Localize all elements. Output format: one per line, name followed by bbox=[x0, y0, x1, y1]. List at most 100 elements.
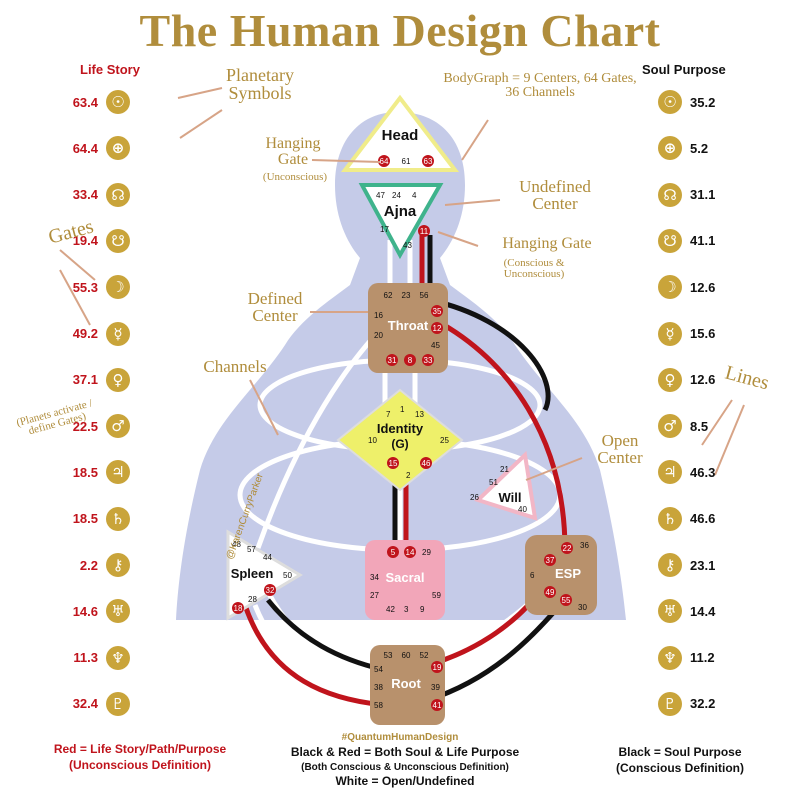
defined-center-annotation: Defined Center bbox=[247, 289, 303, 325]
gate-59: 59 bbox=[432, 591, 441, 600]
hanging-gate-annotation: Hanging Gate bbox=[265, 135, 321, 168]
soul-purpose-row: ♇32.2 bbox=[650, 691, 715, 716]
south-node-icon: ☋ bbox=[658, 228, 682, 253]
life-story-value: 2.2 bbox=[79, 557, 98, 573]
life-story-value: 37.1 bbox=[72, 372, 98, 388]
gate-51: 51 bbox=[489, 478, 498, 487]
soul-purpose-row: ♂8.5 bbox=[650, 414, 708, 439]
gate-48: 48 bbox=[232, 540, 241, 549]
gate-25: 25 bbox=[440, 436, 449, 445]
gate-43: 43 bbox=[403, 241, 412, 250]
life-story-value: 33.4 bbox=[72, 187, 98, 203]
gate-47: 47 bbox=[376, 191, 385, 200]
legend-black: Black = Soul Purpose (Conscious Definiti… bbox=[590, 745, 770, 776]
gate-22: 22 bbox=[563, 544, 572, 553]
soul-purpose-row: ♆11.2 bbox=[650, 645, 715, 670]
soul-purpose-value: 12.6 bbox=[690, 372, 716, 388]
soul-purpose-value: 35.2 bbox=[690, 94, 716, 110]
gate-40: 40 bbox=[518, 505, 527, 514]
saturn-icon: ♄ bbox=[106, 506, 130, 531]
undefined-center-annotation: Undefined Center bbox=[519, 177, 591, 213]
gate-29: 29 bbox=[422, 548, 431, 557]
gate-24: 24 bbox=[392, 191, 401, 200]
chiron-icon: ⚷ bbox=[106, 553, 130, 577]
soul-purpose-value: 41.1 bbox=[690, 233, 716, 249]
gate-63: 63 bbox=[424, 157, 433, 166]
mercury-icon: ☿ bbox=[106, 321, 130, 346]
earth-icon: ⊕ bbox=[658, 136, 682, 161]
life-story-row: 19.4 ☋ bbox=[60, 228, 138, 253]
head-label: Head bbox=[382, 127, 419, 144]
life-story-row: 2.2 ⚷ bbox=[60, 553, 138, 577]
channels-annotation: Channels bbox=[203, 357, 267, 376]
root-center bbox=[370, 645, 445, 725]
legend-red-label: Red = Life Story/Path/Purpose bbox=[53, 742, 227, 756]
gate-26: 26 bbox=[470, 493, 479, 502]
gate-17: 17 bbox=[380, 225, 389, 234]
gate-28: 28 bbox=[248, 595, 257, 604]
soul-purpose-row: ♃46.3 bbox=[650, 460, 716, 485]
soul-purpose-value: 31.1 bbox=[690, 187, 716, 203]
conscious-unconscious-annotation: (Conscious & Unconscious) bbox=[503, 257, 565, 280]
life-story-header: Life Story bbox=[80, 62, 140, 77]
gate-61: 61 bbox=[402, 157, 411, 166]
life-story-row: 55.3☽ bbox=[60, 275, 138, 300]
gate-12: 12 bbox=[433, 324, 442, 333]
soul-purpose-value: 46.3 bbox=[690, 464, 716, 480]
gate-64: 64 bbox=[380, 157, 389, 166]
life-story-row: 49.2☿ bbox=[60, 321, 138, 346]
gate-45: 45 bbox=[431, 341, 440, 350]
life-story-row: 14.6♅ bbox=[60, 599, 138, 624]
gate-34: 34 bbox=[370, 573, 379, 582]
gate-8: 8 bbox=[408, 356, 413, 365]
life-story-value: 11.3 bbox=[73, 650, 98, 666]
soul-purpose-row: ☋ 41.1 bbox=[650, 228, 716, 253]
sun-icon: ☉ bbox=[658, 90, 682, 114]
jupiter-icon: ♃ bbox=[106, 460, 130, 485]
gate-31: 31 bbox=[388, 356, 397, 365]
throat-center bbox=[368, 283, 448, 373]
spleen-center bbox=[226, 529, 303, 621]
will-label: Will bbox=[499, 490, 522, 505]
gate-15: 15 bbox=[389, 459, 398, 468]
gate-21: 21 bbox=[500, 465, 509, 474]
gate-39: 39 bbox=[431, 683, 440, 692]
life-story-row: 22.5♂ bbox=[60, 414, 138, 439]
legend-red-sub: (Unconscious Definition) bbox=[69, 757, 211, 772]
pluto-icon: ♇ bbox=[106, 691, 130, 716]
gate-58: 58 bbox=[374, 701, 383, 710]
life-story-value: 19.4 bbox=[72, 233, 98, 249]
gate-42: 42 bbox=[386, 605, 395, 614]
gate-35: 35 bbox=[433, 307, 442, 316]
south-node-icon: ☋ bbox=[106, 228, 130, 253]
soul-purpose-header: Soul Purpose bbox=[642, 62, 726, 77]
gate-7: 7 bbox=[386, 410, 391, 419]
gate-46: 46 bbox=[422, 459, 431, 468]
uranus-icon: ♅ bbox=[658, 599, 682, 624]
ajna-center bbox=[358, 183, 444, 260]
life-story-value: 18.5 bbox=[72, 464, 98, 480]
life-story-row: 18.5 ♄ bbox=[60, 506, 138, 531]
soul-purpose-row: ☊31.1 bbox=[650, 182, 716, 207]
gate-5: 5 bbox=[391, 548, 396, 557]
gate-10: 10 bbox=[368, 436, 377, 445]
sun-icon: ☉ bbox=[106, 90, 130, 114]
life-story-value: 14.6 bbox=[72, 603, 98, 619]
gate-1: 1 bbox=[400, 405, 405, 414]
will-center bbox=[474, 450, 538, 521]
gate-36: 36 bbox=[580, 541, 589, 550]
life-story-row: 37.1♀ bbox=[60, 367, 138, 392]
soul-purpose-row: ♅14.4 bbox=[650, 599, 715, 624]
gate-38: 38 bbox=[374, 683, 383, 692]
gate-57: 57 bbox=[247, 545, 256, 554]
hanging-gate-conscious-annotation: Hanging Gate bbox=[502, 235, 592, 252]
life-story-value: 64.4 bbox=[72, 140, 98, 156]
root-label: Root bbox=[391, 676, 421, 691]
gate-2: 2 bbox=[406, 471, 411, 480]
soul-purpose-value: 15.6 bbox=[690, 326, 716, 341]
life-story-value: 18.5 bbox=[72, 511, 98, 527]
gate-3: 3 bbox=[404, 605, 409, 614]
life-story-value: 55.3 bbox=[72, 279, 98, 295]
life-story-row: 32.4♇ bbox=[60, 691, 138, 716]
